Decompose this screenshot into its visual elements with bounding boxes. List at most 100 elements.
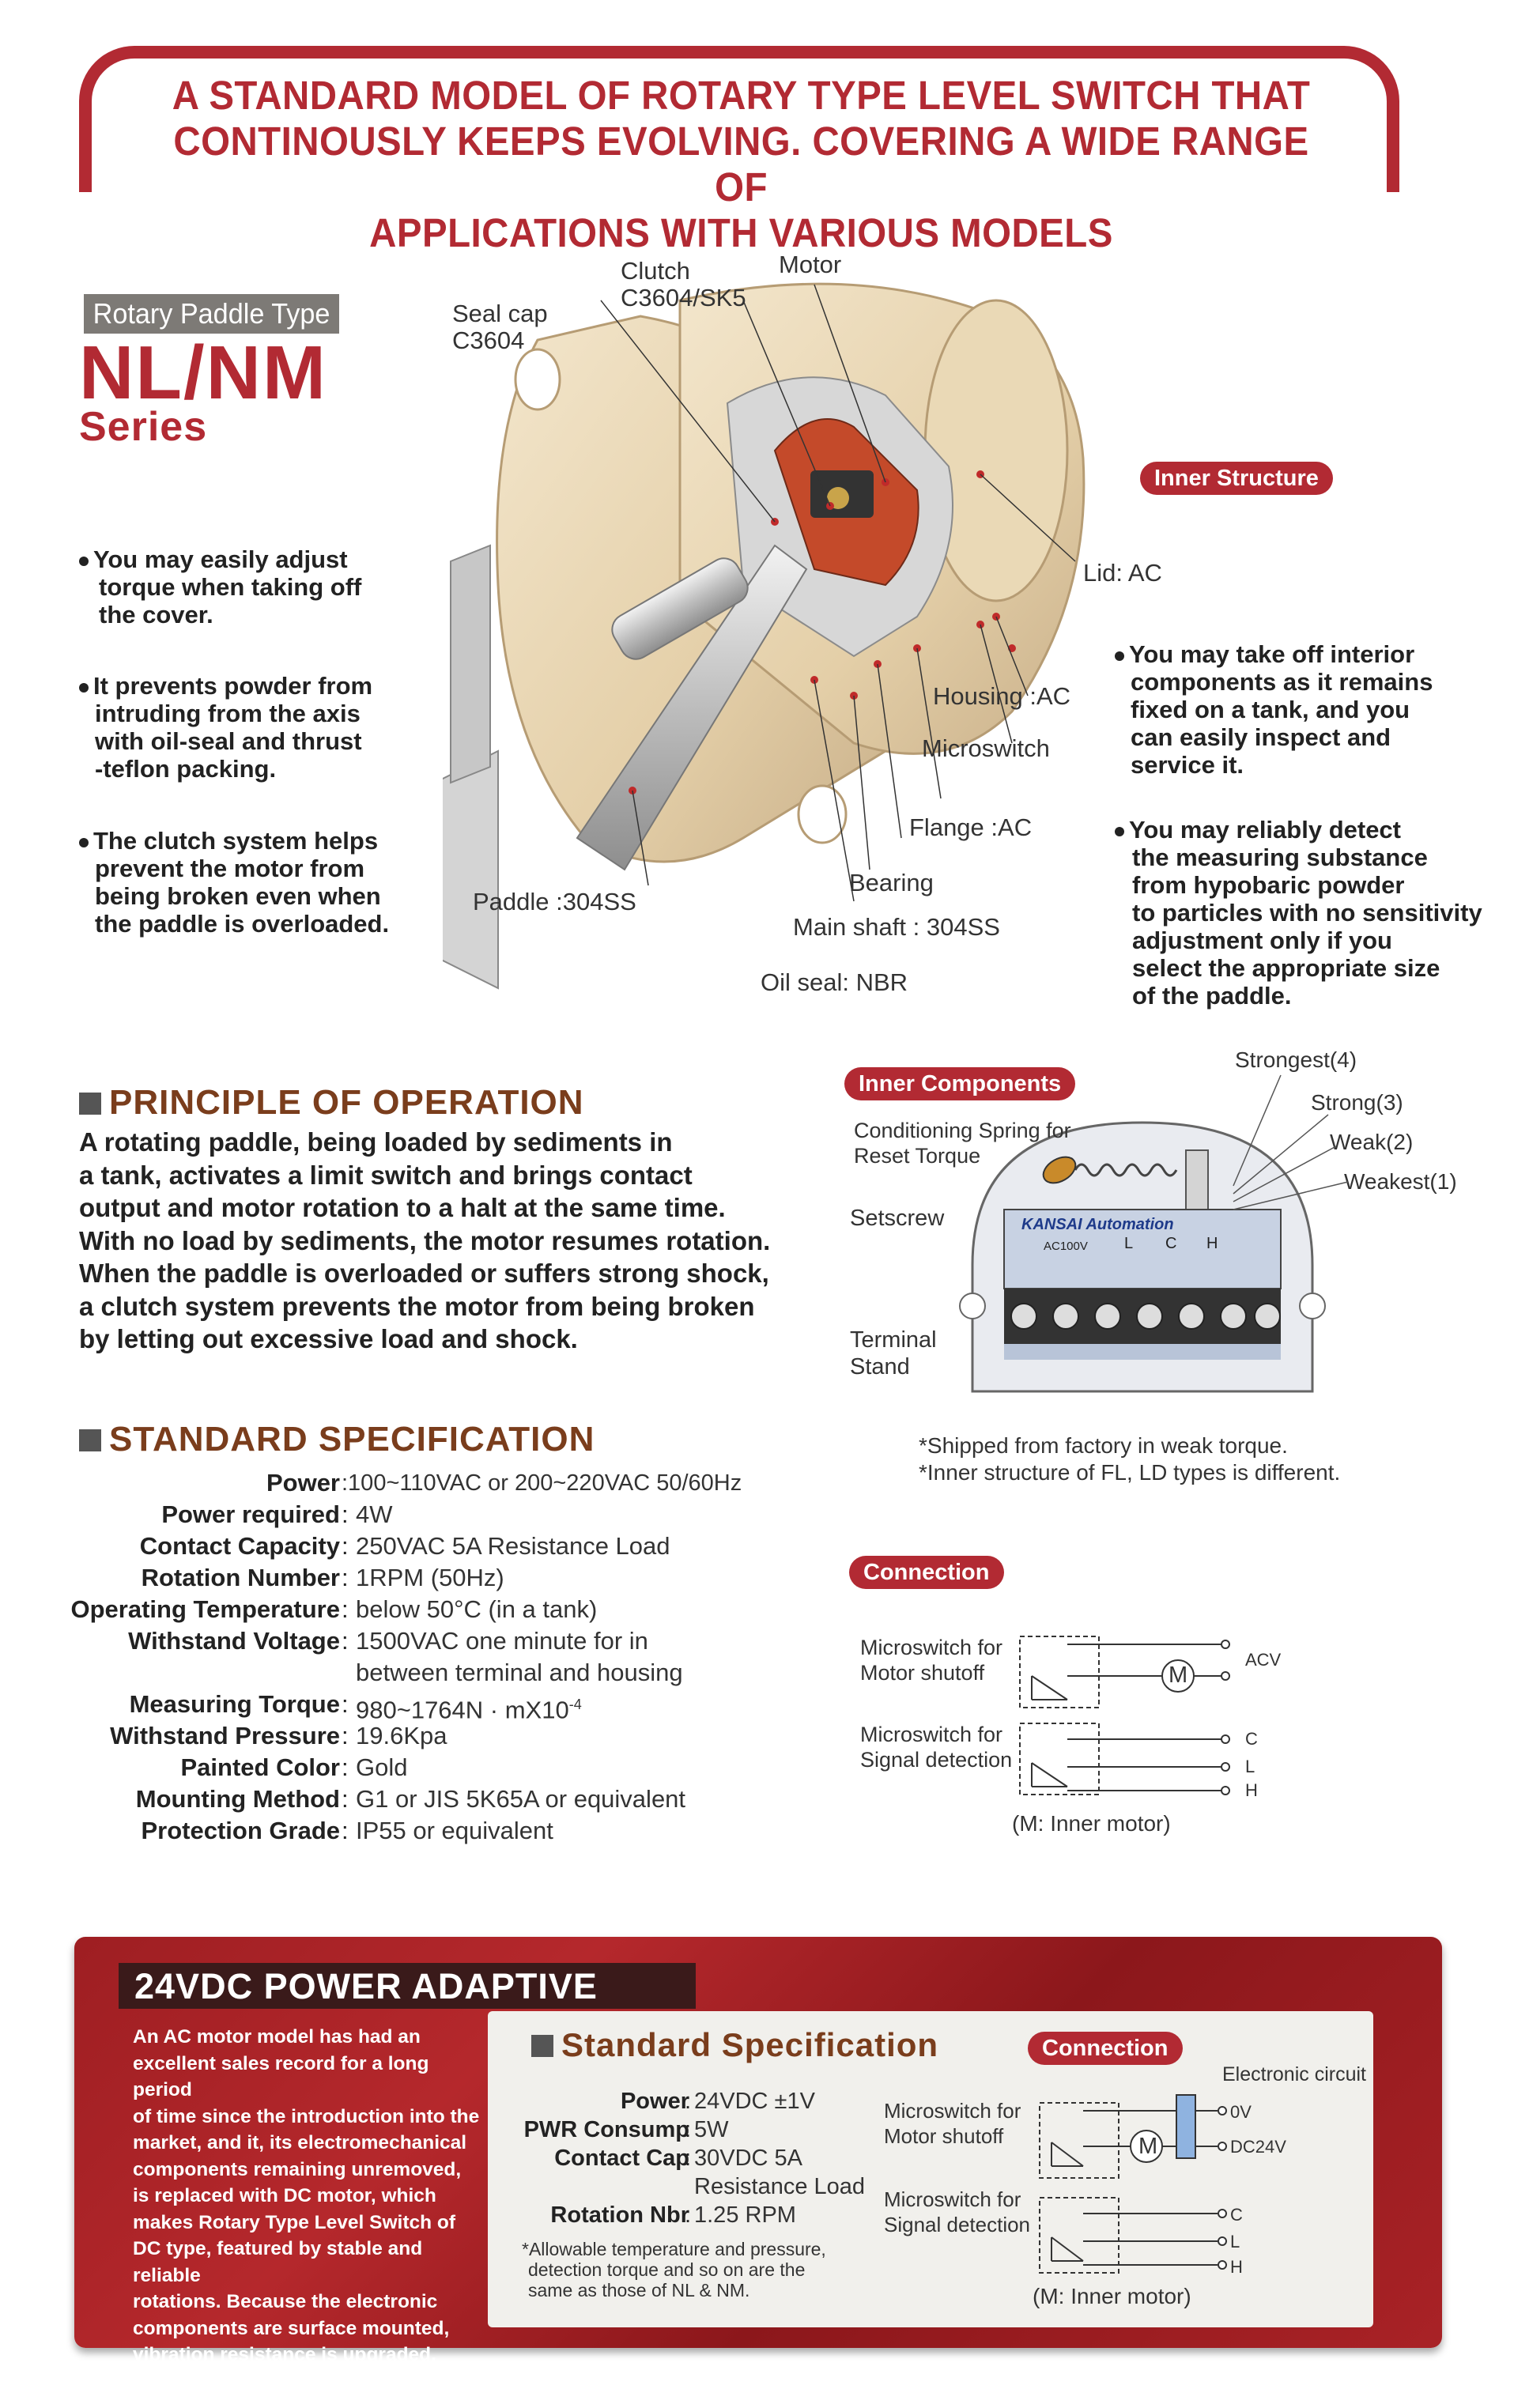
label-housing: Housing :AC bbox=[933, 682, 1071, 710]
connection-wiring-diagram bbox=[1019, 1636, 1230, 1795]
dc-motor-symbol-label: M bbox=[1138, 2134, 1158, 2159]
label-setscrew: Setscrew bbox=[850, 1206, 945, 1231]
dc-spec-consumption: PWR Consump: 5W bbox=[523, 2117, 729, 2142]
label-conditioning-spring: Conditioning Spring for Reset Torque bbox=[854, 1119, 1071, 1168]
label-terminal-stand: Terminal Stand bbox=[850, 1327, 937, 1380]
spec-row-pressure: Withstand Pressure: 19.6Kpa bbox=[110, 1722, 447, 1749]
spec-row-power-required: Power required: 4W bbox=[161, 1500, 393, 1528]
terminal-screws bbox=[1010, 1303, 1281, 1330]
level-strongest: Strongest(4) bbox=[1235, 1047, 1357, 1072]
feature-reliable-detection: You may reliably detect the measuring su… bbox=[1115, 816, 1482, 1010]
level-strong: Strong(3) bbox=[1311, 1090, 1403, 1115]
motor-symbol-label: M bbox=[1169, 1663, 1188, 1688]
terminal-mark-ac: AC100V bbox=[1044, 1240, 1088, 1253]
flange-hole-top bbox=[514, 348, 561, 411]
terminal-mark-l: L bbox=[1124, 1235, 1134, 1252]
dc-panel-description: An AC motor model has had an excellent s… bbox=[133, 2026, 480, 2365]
headline-line-3: APPLICATIONS WITH VARIOUS MODELS bbox=[369, 210, 1113, 255]
spec-row-temperature: Operating Temperature: below 50°C (in a … bbox=[70, 1595, 598, 1623]
bullet-icon bbox=[79, 556, 89, 566]
label-lid: Lid: AC bbox=[1083, 559, 1162, 587]
paddle-face bbox=[450, 544, 491, 784]
dc-label-motor-shutoff: Microswitch for Motor shutoff bbox=[884, 2099, 1021, 2148]
leader-lines bbox=[600, 284, 1076, 902]
spec-row-color: Painted Color: Gold bbox=[180, 1753, 408, 1781]
spec-row-withstand-voltage: Withstand Voltage: 1500VAC one minute fo… bbox=[128, 1627, 648, 1655]
connection-tag: Connection bbox=[849, 1556, 1004, 1589]
bearing-part bbox=[611, 557, 749, 660]
dc-spec-note: *Allowable temperature and pressure, det… bbox=[522, 2239, 826, 2300]
spec-row-withstand-voltage-cont: between terminal and housing bbox=[356, 1659, 683, 1686]
screw-left bbox=[959, 1293, 986, 1319]
dc-spec-rotation: Rotation Nbr: 1.25 RPM bbox=[550, 2202, 796, 2228]
headline-line-1: A STANDARD MODEL OF ROTARY TYPE LEVEL SW… bbox=[172, 73, 1311, 118]
spec-row-contact-capacity: Contact Capacity: 250VAC 5A Resistance L… bbox=[139, 1532, 670, 1560]
headline-line-2: CONTINOUSLY KEEPS EVOLVING. COVERING A W… bbox=[173, 119, 1309, 209]
dc-spec-power: Power: 24VDC ±1V bbox=[620, 2089, 815, 2114]
label-bearing: Bearing bbox=[849, 869, 934, 896]
paddle-blade bbox=[443, 749, 499, 990]
dc-label-signal-detection: Microswitch for Signal detection bbox=[884, 2187, 1031, 2236]
spec-heading: STANDARD SPECIFICATION bbox=[79, 1420, 595, 1459]
feature-inspect-service: You may take off interior components as … bbox=[1115, 640, 1433, 779]
label-main-shaft: Main shaft : 304SS bbox=[793, 913, 1000, 941]
electronic-circuit-block bbox=[1176, 2094, 1196, 2159]
label-clutch: Clutch C3604/SK5 bbox=[621, 257, 746, 311]
level-weak: Weak(2) bbox=[1330, 1130, 1414, 1154]
terminal-acv: ACV bbox=[1245, 1650, 1282, 1670]
series-name: NL/NM bbox=[79, 330, 327, 415]
spec-row-rotation: Rotation Number: 1RPM (50Hz) bbox=[141, 1564, 504, 1591]
inner-notes: *Shipped from factory in weak torque. *I… bbox=[919, 1433, 1341, 1485]
bullet-icon bbox=[79, 837, 89, 847]
flange-hole-bottom bbox=[797, 784, 848, 844]
label-paddle: Paddle :304SS bbox=[473, 888, 636, 915]
label-motor: Motor bbox=[779, 251, 842, 278]
page-headline: A STANDARD MODEL OF ROTARY TYPE LEVEL SW… bbox=[148, 73, 1335, 256]
square-icon bbox=[79, 1093, 101, 1115]
dc-terminal-l: L bbox=[1230, 2232, 1240, 2251]
inner-structure-tag: Inner Structure bbox=[1140, 462, 1333, 495]
kansai-brand-label: KANSAI Automation bbox=[1021, 1216, 1174, 1233]
terminal-l: L bbox=[1245, 1757, 1255, 1776]
bullet-icon bbox=[1115, 826, 1124, 836]
product-cutaway-illustration bbox=[443, 282, 1085, 990]
feature-adjust-torque: You may easily adjust torque when taking… bbox=[79, 545, 361, 628]
feature-oil-seal: It prevents powder from intruding from t… bbox=[79, 672, 372, 783]
bullet-icon bbox=[79, 682, 89, 693]
dc-terminal-c: C bbox=[1230, 2205, 1243, 2225]
square-icon bbox=[531, 2035, 553, 2057]
square-icon bbox=[79, 1429, 101, 1451]
connection-caption: (M: Inner motor) bbox=[1012, 1811, 1171, 1836]
dc-connection-wiring-diagram bbox=[1039, 2094, 1227, 2274]
dc-spec-contact-cont: Resistance Load bbox=[694, 2174, 866, 2199]
level-weakest: Weakest(1) bbox=[1344, 1169, 1457, 1194]
label-electronic-circuit: Electronic circuit bbox=[1222, 2063, 1366, 2085]
product-type-badge: Rotary Paddle Type bbox=[84, 294, 339, 334]
dc-panel-title: 24VDC POWER ADAPTIVE bbox=[134, 1966, 598, 2006]
screw-right bbox=[1299, 1293, 1326, 1319]
spring-icon bbox=[1074, 1163, 1178, 1177]
dc-spec-card bbox=[488, 2011, 1373, 2327]
level-leader-lines bbox=[1233, 1074, 1349, 1210]
spring-anchor bbox=[1042, 1156, 1077, 1184]
label-signal-detection: Microswitch for Signal detection bbox=[860, 1723, 1013, 1772]
spec-row-torque: Measuring Torque: 980~1764N · mX10-4 bbox=[129, 1690, 582, 1724]
terminal-0v: 0V bbox=[1230, 2102, 1252, 2122]
terminal-h: H bbox=[1245, 1780, 1258, 1800]
dc-connection-tag: Connection bbox=[1028, 2032, 1183, 2065]
spec-row-protection: Protection Grade: IP55 or equivalent bbox=[141, 1817, 553, 1844]
principle-body: A rotating paddle, being loaded by sedim… bbox=[79, 1127, 771, 1353]
terminal-mark-h: H bbox=[1206, 1235, 1218, 1252]
bullet-icon bbox=[1115, 651, 1124, 661]
dc-terminal-h: H bbox=[1230, 2257, 1243, 2277]
terminal-mark-c: C bbox=[1165, 1235, 1177, 1252]
inner-components-illustration bbox=[959, 1121, 1326, 1393]
label-microswitch: Microswitch bbox=[922, 734, 1050, 762]
spec-row-power: Power :100~110VAC or 200~220VAC 50/60Hz bbox=[266, 1469, 742, 1497]
dc-panel-title-bar bbox=[119, 1963, 696, 2009]
motor-symbol bbox=[1161, 1659, 1195, 1693]
base-rail bbox=[1004, 1344, 1281, 1360]
principle-heading: PRINCIPLE OF OPERATION bbox=[79, 1083, 584, 1123]
terminal-dc24v: DC24V bbox=[1230, 2137, 1286, 2157]
terminal-c: C bbox=[1245, 1729, 1258, 1749]
